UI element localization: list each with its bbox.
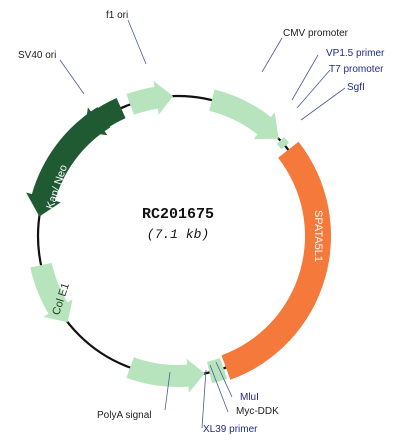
feature-sv40-ori (84, 98, 126, 136)
label-f1-ori: f1 ori (106, 10, 128, 21)
feature-kan-neo (26, 107, 111, 217)
label-vp15-primer: VP1.5 primer (326, 48, 385, 59)
feature-cmv-promoter (209, 89, 279, 140)
leader-lines (59, 19, 346, 429)
leader-xl39-primer (201, 369, 207, 429)
leader-t7-promoter (296, 69, 331, 109)
feature-f1-ori (126, 80, 174, 115)
plasmid-name: RC201675 (142, 206, 214, 223)
feature-polya-signal (126, 357, 205, 393)
label-sgfi: SgfI (347, 82, 365, 93)
label-myc-ddk: Myc-DDK (236, 406, 279, 417)
leader-cmv-promoter (261, 37, 283, 73)
leader-vp15-primer (291, 54, 319, 101)
label-spata5l1: SPATA5L1 (312, 210, 324, 262)
leader-sv40-ori (59, 59, 85, 95)
feature-myc-ddk (207, 357, 228, 384)
leader-sgfi (300, 87, 346, 121)
feature-t7-region (276, 137, 290, 150)
leader-myc-ddk (209, 364, 229, 413)
label-cmv-promoter: CMV promoter (283, 28, 349, 39)
label-xl39-primer: XL39 primer (203, 424, 258, 435)
leader-polya-signal (164, 371, 171, 411)
label-sv40-ori: SV40 ori (18, 50, 56, 61)
label-mlui: MluI (240, 392, 259, 403)
label-t7-promoter: T7 promoter (329, 64, 384, 75)
feature-col-e1 (30, 262, 73, 323)
label-polya-signal: PolyA signal (97, 410, 151, 421)
leader-mlui (215, 361, 233, 398)
feature-spata5l1 (219, 141, 331, 386)
plasmid-size: (7.1 kb) (147, 227, 209, 242)
leader-f1-ori (127, 19, 147, 65)
